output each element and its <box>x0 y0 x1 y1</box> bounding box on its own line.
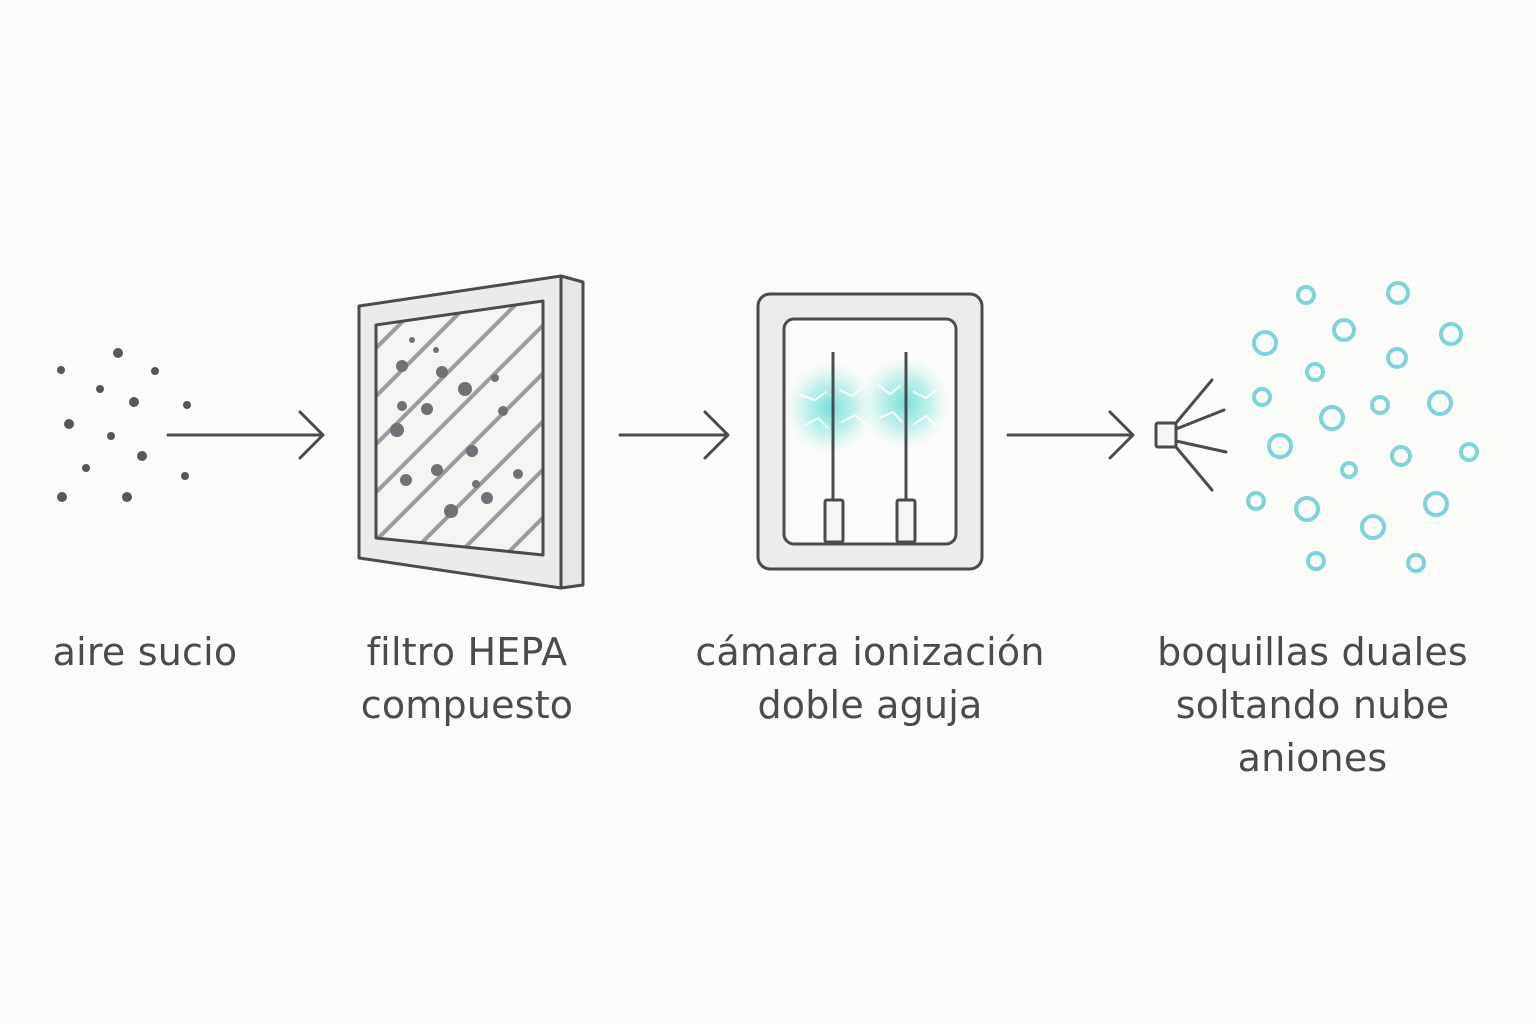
dust-particle <box>107 432 115 440</box>
trapped-particle <box>433 347 439 353</box>
label-line: boquillas duales <box>1157 630 1468 674</box>
label-line: aire sucio <box>52 630 238 674</box>
trapped-particle <box>458 382 472 396</box>
anion-bubble <box>1246 491 1266 511</box>
dust-particle <box>64 419 74 429</box>
label-line: doble aguja <box>757 683 983 727</box>
label-line: filtro HEPA <box>366 630 568 674</box>
dust-particle <box>57 492 67 502</box>
trapped-particle <box>481 492 493 504</box>
trapped-particle <box>466 445 478 457</box>
label-line: compuesto <box>360 683 574 727</box>
hepa-filter-icon <box>357 274 585 590</box>
anion-cloud-icon <box>1246 281 1479 573</box>
anion-bubble <box>1439 322 1463 346</box>
dust-particle <box>122 492 132 502</box>
label-dual-nozzles: boquillas duales soltando nube aniones <box>1120 626 1505 785</box>
anion-bubble <box>1296 285 1316 305</box>
anion-bubble <box>1319 405 1345 431</box>
anion-bubble <box>1360 514 1386 540</box>
trapped-particle <box>431 464 443 476</box>
trapped-particle <box>397 401 407 411</box>
nozzle-icon <box>1154 378 1228 492</box>
dust-particle <box>82 464 90 472</box>
anion-bubble <box>1252 387 1272 407</box>
anion-bubble <box>1306 551 1326 571</box>
arrow-right-icon <box>1006 410 1135 460</box>
anion-bubble <box>1406 553 1426 573</box>
label-hepa-filter: filtro HEPA compuesto <box>322 626 612 732</box>
dust-particles-icon <box>57 348 191 502</box>
trapped-particle <box>444 504 458 518</box>
label-line: cámara ionización <box>695 630 1045 674</box>
trapped-particle <box>498 406 508 416</box>
label-line: aniones <box>1237 736 1388 780</box>
trapped-particle <box>400 474 412 486</box>
label-ion-chamber: cámara ionización doble aguja <box>660 626 1080 732</box>
anion-bubble <box>1252 330 1278 356</box>
trapped-particle <box>390 423 404 437</box>
trapped-particle <box>513 469 523 479</box>
anion-bubble <box>1267 433 1293 459</box>
anion-bubble <box>1332 318 1356 342</box>
anion-bubble <box>1390 445 1412 467</box>
dust-particle <box>113 348 123 358</box>
anion-bubble <box>1294 496 1320 522</box>
anion-bubble <box>1370 395 1390 415</box>
anion-bubble <box>1459 442 1479 462</box>
trapped-particle <box>472 480 480 488</box>
anion-bubble <box>1423 491 1449 517</box>
trapped-particle <box>396 360 408 372</box>
dust-particle <box>129 397 139 407</box>
dust-particle <box>96 385 104 393</box>
anion-bubble <box>1386 281 1410 305</box>
label-dirty-air: aire sucio <box>30 626 260 679</box>
ionization-chamber-icon <box>756 292 984 571</box>
anion-bubble <box>1305 362 1325 382</box>
anion-bubble <box>1340 461 1358 479</box>
label-line: soltando nube <box>1175 683 1450 727</box>
trapped-particle <box>436 366 448 378</box>
dust-particle <box>181 472 189 480</box>
dust-particle <box>57 366 65 374</box>
trapped-particle <box>409 337 415 343</box>
arrow-right-icon <box>618 410 730 460</box>
dust-particle <box>137 451 147 461</box>
trapped-particle <box>491 374 499 382</box>
dust-particle <box>183 401 191 409</box>
dust-particle <box>151 367 159 375</box>
anion-bubble <box>1427 390 1453 416</box>
anion-bubble <box>1386 347 1408 369</box>
trapped-particle <box>421 403 433 415</box>
arrow-right-icon <box>166 410 325 460</box>
